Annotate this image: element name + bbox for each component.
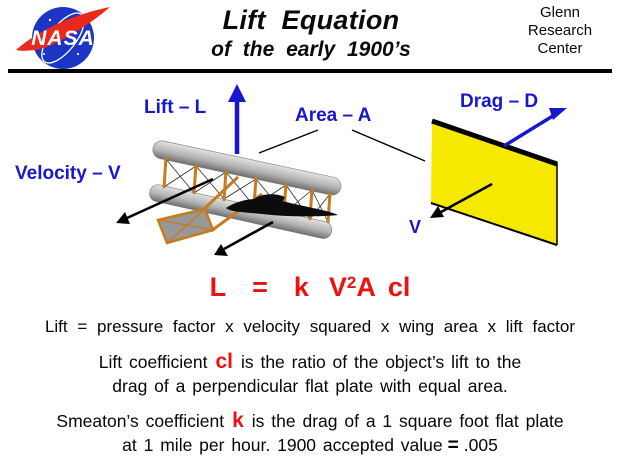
nasa-logo-vector [16, 7, 110, 51]
lift-label: Lift – L [144, 97, 207, 118]
velocity-label: Velocity – V [15, 163, 121, 184]
equation-cl: cl [387, 272, 411, 302]
equation-exponent: 2 [346, 273, 357, 292]
nasa-logo-text: NASA [31, 27, 95, 50]
area-label: Area – A [295, 105, 372, 126]
org-name: Glenn Research Center [512, 4, 608, 58]
equation-lhs: L [209, 272, 227, 302]
canard-elevator [156, 175, 263, 245]
equation-v: V [328, 272, 347, 302]
accepted-value: .005 [463, 435, 498, 455]
word-equation: Lift = pressure factor x velocity square… [44, 317, 576, 336]
velocity-arrow-2 [214, 220, 274, 256]
nasa-meatball-icon: NASA [16, 7, 110, 69]
v-arrow [430, 182, 493, 218]
area-pointer-lines [258, 129, 426, 162]
plate-velocity-label: V [409, 217, 422, 237]
cl-symbol: cl [215, 350, 233, 373]
equation-k: k [293, 272, 309, 302]
nasa-logo: NASA [6, 2, 110, 70]
header-divider [8, 69, 612, 73]
page-subtitle: of the early 1900’s [211, 38, 411, 61]
top-wing [152, 140, 342, 196]
page-title: Lift Equation [222, 5, 400, 35]
accepted-value-equals: = [447, 435, 459, 456]
org-line-2: Research [527, 22, 593, 39]
org-line-1: Glenn [539, 4, 581, 21]
equation-equals: = [252, 272, 268, 302]
title-block: Lift Equation of the early 1900’s [150, 5, 472, 62]
equation-area: A [356, 272, 376, 302]
brace-wires [163, 158, 331, 223]
flat-plate [430, 118, 558, 246]
engine-pilot-silhouette [226, 198, 338, 217]
bottom-wing [149, 184, 333, 239]
velocity-arrow-1 [116, 177, 214, 224]
k-def-line-2: at 1 mile per hour. 1900 accepted value=… [122, 435, 498, 456]
cl-def-line-2: drag of a perpendicular flat plate with … [112, 376, 508, 396]
lift-arrow [228, 84, 246, 154]
org-line-3: Center [537, 40, 583, 57]
k-symbol: k [232, 409, 244, 432]
drag-label: Drag – D [460, 91, 539, 112]
wing-struts [162, 156, 332, 224]
wright-flyer-illustration [149, 140, 342, 245]
drag-arrow [503, 108, 567, 148]
